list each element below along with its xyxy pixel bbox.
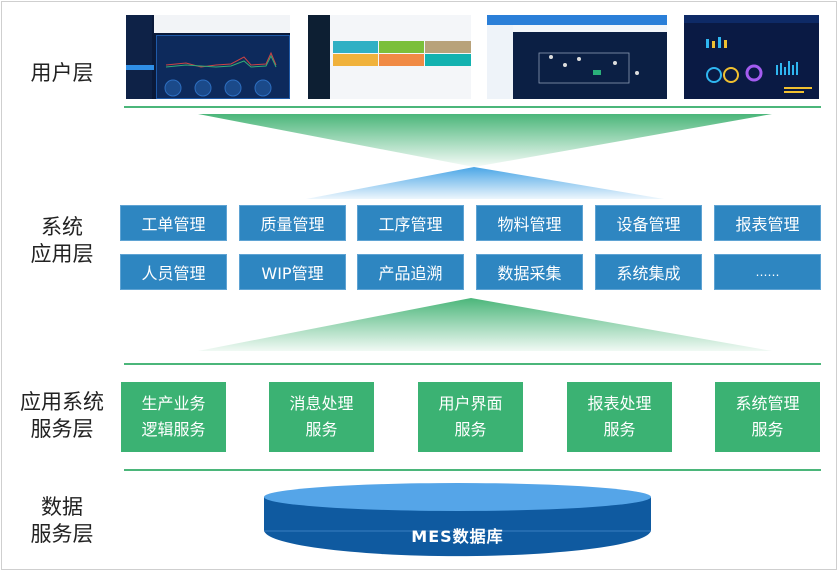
module-label: 报表管理: [735, 215, 800, 234]
module-label: 人员管理: [141, 264, 206, 283]
layer-label-line: 应用层: [30, 242, 94, 266]
module-box[interactable]: 质量管理: [240, 206, 345, 240]
layer-label-line: 服务层: [30, 417, 94, 441]
service-label-line: 消息处理: [289, 394, 354, 413]
module-box[interactable]: 设备管理: [596, 206, 701, 240]
layer-label-text: 用户层: [30, 61, 94, 85]
layer-label-data-service: 数据 服务层: [22, 494, 102, 548]
service-label-line: 服务: [454, 420, 487, 439]
service-box[interactable]: 系统管理 服务: [715, 382, 820, 452]
module-label: 质量管理: [260, 215, 325, 234]
module-label: 物料管理: [497, 215, 562, 234]
module-box[interactable]: 数据采集: [477, 255, 582, 289]
mini-line-chart: [164, 51, 277, 97]
module-label: 设备管理: [616, 215, 681, 234]
screenshot-big-screen: [684, 15, 819, 99]
module-label: 工序管理: [378, 215, 443, 234]
layer-label-system-app: 系统 应用层: [22, 214, 102, 268]
module-label: 工单管理: [141, 215, 206, 234]
module-box[interactable]: 工序管理: [358, 206, 463, 240]
screenshot-process-flow: [487, 15, 667, 99]
database-top: [264, 483, 651, 511]
service-label-line: 服务: [751, 420, 784, 439]
module-box[interactable]: 物料管理: [477, 206, 582, 240]
service-label-line: 生产业务: [141, 394, 206, 413]
service-box[interactable]: 消息处理 服务: [269, 382, 374, 452]
layer-label-user: 用户层: [22, 60, 102, 87]
layer-label-line: 系统: [41, 215, 83, 239]
divider-line: [124, 106, 821, 108]
module-box[interactable]: 系统集成: [596, 255, 701, 289]
service-box[interactable]: 报表处理 服务: [567, 382, 672, 452]
database-label: MES数据库: [411, 527, 504, 546]
service-label-line: 服务: [603, 420, 636, 439]
module-label: 系统集成: [616, 264, 681, 283]
mini-process-diagram: [538, 52, 639, 84]
service-label-line: 系统管理: [735, 394, 800, 413]
layer-label-line: 应用系统: [20, 390, 104, 414]
layer-label-app-service: 应用系统 服务层: [10, 389, 114, 443]
service-label-line: 服务: [305, 420, 338, 439]
service-box[interactable]: 用户界面 服务: [418, 382, 523, 452]
service-label-line: 逻辑服务: [141, 420, 206, 439]
module-box[interactable]: 产品追溯: [358, 255, 463, 289]
divider-line: [124, 469, 821, 471]
database-body: [264, 497, 651, 557]
module-label: 数据采集: [497, 264, 562, 283]
module-box[interactable]: 工单管理: [121, 206, 226, 240]
screenshot-dashboard: [126, 15, 290, 99]
module-label: WIP管理: [261, 264, 324, 283]
module-box-more[interactable]: ……: [715, 255, 820, 289]
module-label: ……: [755, 265, 780, 279]
mini-analytics: [706, 37, 812, 93]
layer-label-line: 服务层: [30, 522, 94, 546]
module-label: 产品追溯: [378, 264, 443, 283]
module-box[interactable]: WIP管理: [240, 255, 345, 289]
layer-label-line: 数据: [41, 495, 83, 519]
service-box[interactable]: 生产业务 逻辑服务: [121, 382, 226, 452]
service-label-line: 报表处理: [587, 394, 652, 413]
service-label-line: 用户界面: [438, 394, 503, 413]
module-box[interactable]: 人员管理: [121, 255, 226, 289]
divider-line: [124, 363, 821, 365]
screenshot-portal: [308, 15, 471, 99]
module-box[interactable]: 报表管理: [715, 206, 820, 240]
